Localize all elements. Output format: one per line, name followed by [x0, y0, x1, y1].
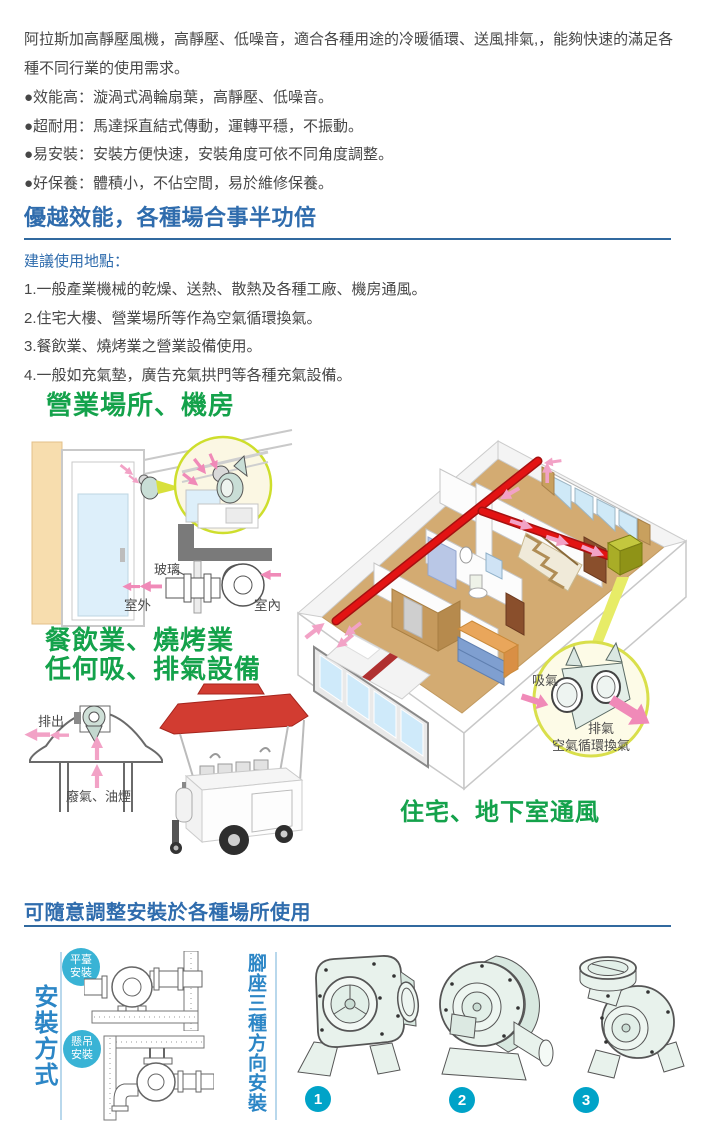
location-item-3: 3.餐飲業、燒烤業之營業設備使用。 [24, 338, 262, 355]
exhaust-hood-diagram: 排出 廢氣、油煙 [24, 705, 163, 812]
location-item-1: 1.一般產業機械的乾燥、送熱、散熱及各種工廠、機房通風。 [24, 281, 427, 298]
section-divider-1 [24, 238, 671, 240]
fan-callout-circle [173, 435, 273, 535]
exhaust-out-label: 排出 [38, 714, 64, 729]
section-heading-install: 可隨意調整安裝於各種場所使用 [24, 902, 311, 924]
indoor-label: 室內 [254, 597, 281, 613]
intro-paragraph: 阿拉斯加高靜壓風機，高靜壓、低噪音，適合各種用途的冷暖循環、送風排氣,，能夠快速… [24, 31, 674, 77]
roof-cap [197, 683, 265, 695]
stairs [517, 524, 583, 592]
section-heading-efficiency: 優越效能，各種場合事半功倍 [24, 205, 317, 230]
wheels [170, 825, 293, 855]
fan-number-badge-3: 3 [573, 1087, 599, 1113]
restaurant-title-line1: 餐飲業、燒烤業 [45, 625, 235, 655]
circulation-label: 空氣循環換氣 [552, 738, 630, 753]
basement-windows [313, 645, 429, 769]
business-scene-illustration: 玻璃 室外 室內 [31, 429, 293, 627]
locations-list: 1.一般產業機械的乾燥、送熱、散熱及各種工廠、機房通風。 2.住宅大樓、營業場所… [24, 276, 684, 390]
intake-label: 吸氣 [532, 673, 558, 688]
callout-fan-icon [212, 454, 248, 504]
hanging-install-badge: 懸吊安裝 [63, 1030, 101, 1068]
inline-fan-box [606, 534, 644, 576]
fan-number-badge-2: 2 [449, 1087, 475, 1113]
section-divider-2 [24, 925, 671, 927]
residential-scene-title: 住宅、地下室通風 [400, 799, 600, 826]
glass-label: 玻璃 [154, 562, 180, 577]
foot-direction-vertical-label: 腳座三種方向安裝 [245, 953, 266, 1113]
platform-mount-drawing [84, 951, 203, 1031]
callout-wedge [156, 480, 182, 494]
feature-bullets: ●效能高：漩渦式渦輪扇葉，高靜壓、低噪音。 ●超耐用：馬達採直結式傳動，運轉平穩… [24, 84, 684, 198]
door-window [61, 449, 145, 627]
house-ventilation-illustration: 吸氣 排氣 空氣循環換氣 [296, 439, 688, 791]
restaurant-title-line2: 任何吸、排氣設備 [45, 654, 262, 684]
fan-number-badge-1: 1 [305, 1086, 331, 1112]
location-item-4: 4.一般如充氣墊，廣告充氣拱門等各種充氣設備。 [24, 366, 352, 384]
business-scene-title: 營業場所、機房 [46, 390, 236, 420]
locations-label: 建議使用地點： [24, 253, 130, 270]
vertical-separator-2 [275, 952, 277, 1120]
cart-body [172, 774, 303, 844]
roof [159, 693, 309, 735]
callout-wedge [592, 577, 629, 647]
install-method-vertical-label: 安裝方式 [30, 984, 57, 1088]
fan-orientation-3 [579, 956, 685, 1079]
wall-strip [31, 441, 63, 625]
bullet-easy-install: ●易安裝：安裝方便快速，安裝角度可依不同角度調整。 [24, 146, 394, 163]
fan-orientation-1 [297, 955, 420, 1077]
restaurant-scene-title: 餐飲業、燒烤業 任何吸、排氣設備 [45, 626, 261, 684]
outdoor-label: 室外 [124, 597, 151, 613]
vertical-separator-1 [60, 952, 62, 1120]
hood-fan-icon [74, 705, 111, 744]
hanging-mount-drawing [103, 1035, 214, 1121]
door-lower [505, 592, 525, 636]
exhaust-label: 排氣 [588, 721, 614, 736]
fumes-label: 廢氣、油煙 [66, 789, 131, 804]
food-cart-illustration [159, 683, 309, 855]
gas-cylinder [175, 787, 193, 823]
wall-mount-cross-section: 玻璃 室外 室內 [122, 524, 281, 614]
bullet-efficiency: ●效能高：漩渦式渦輪扇葉，高靜壓、低噪音。 [24, 89, 334, 106]
fan-orientation-2 [439, 955, 554, 1081]
location-item-2: 2.住宅大樓、營業場所等作為空氣循環換氣。 [24, 309, 322, 327]
fan-detail-callout: 吸氣 排氣 空氣循環換氣 [519, 640, 657, 758]
curtain-right [637, 518, 651, 546]
bullet-durability: ●超耐用：馬達採直結式傳動，運轉平穩，不振動。 [24, 117, 364, 135]
bathroom [427, 536, 503, 599]
bullet-maintenance: ●好保養：體積小，不佔空間，易於維修保養。 [24, 174, 334, 192]
